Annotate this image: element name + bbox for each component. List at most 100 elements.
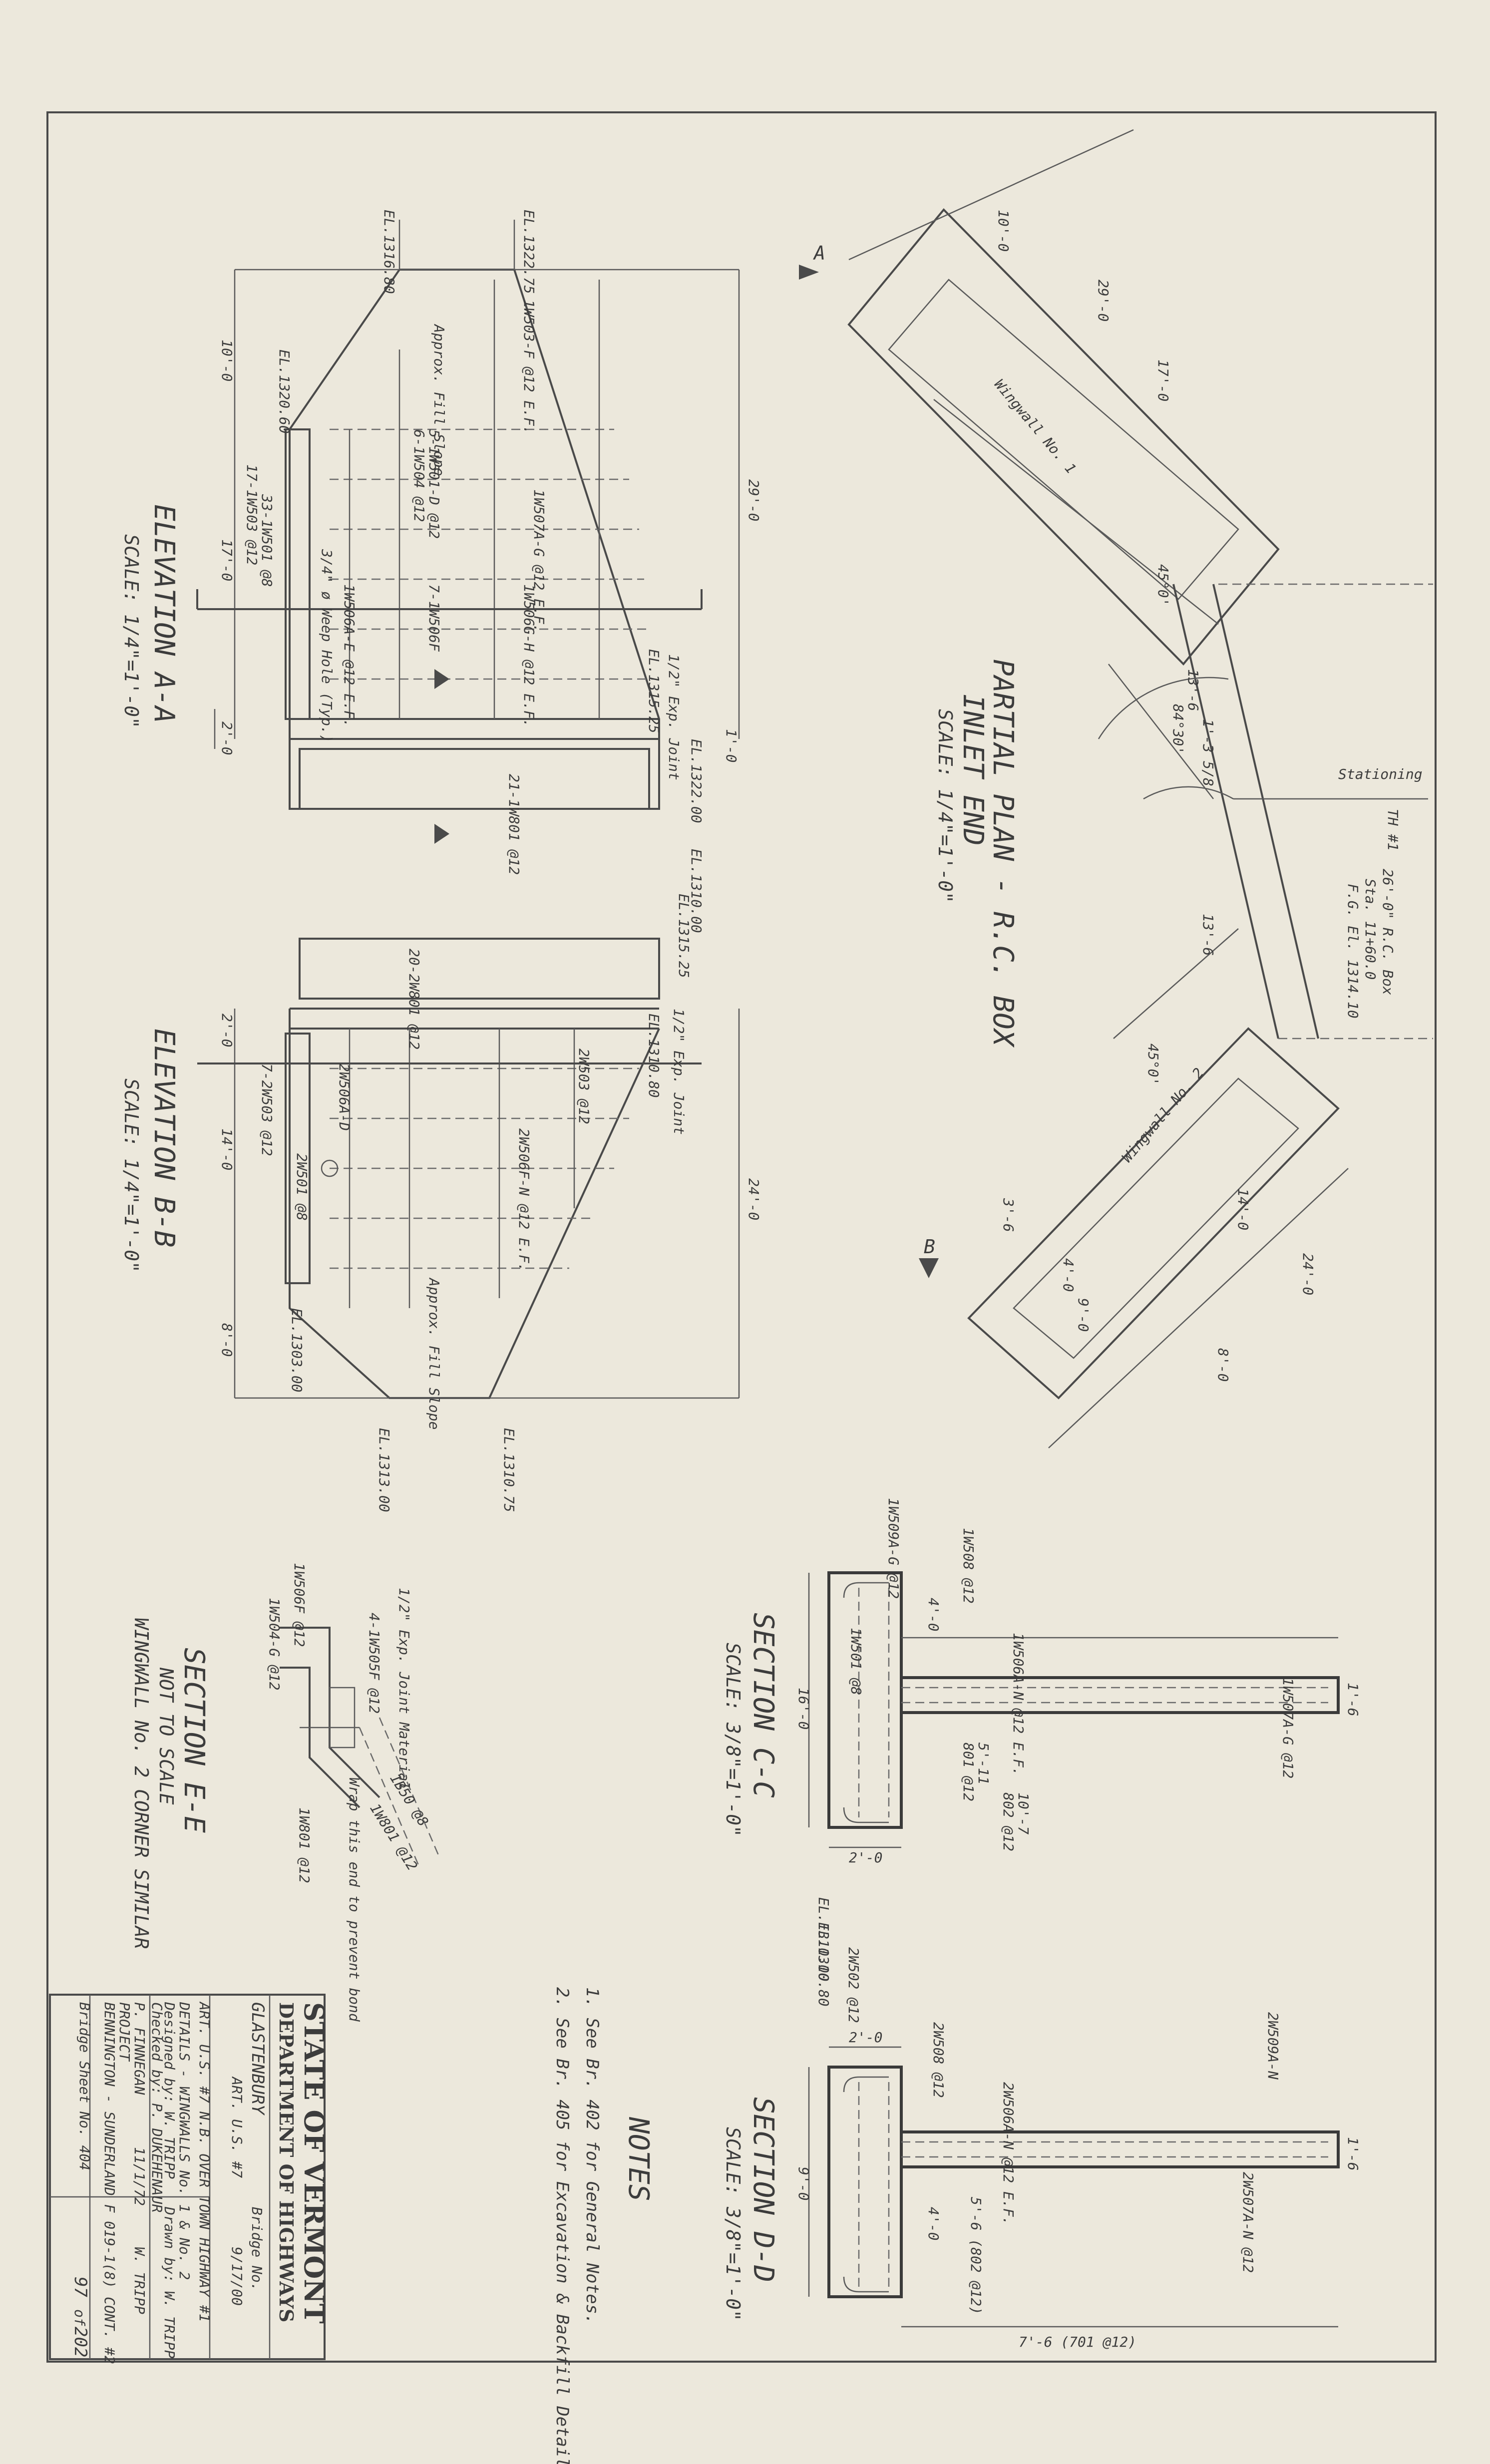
- elevation-aa-scale: SCALE: 1/4"=1'-0": [120, 534, 142, 728]
- wingwall-2-label: Wingwall No. 2: [1118, 1064, 1207, 1165]
- rebar-label: 1W507A-G @12 E.F.: [531, 489, 547, 633]
- el-label: EL.1303.00: [289, 1308, 305, 1393]
- dim-label: 2'-0: [849, 1849, 882, 1866]
- wingwall-1-label: Wingwall No. 1: [991, 376, 1080, 477]
- angle-label: 45°0': [1145, 1044, 1161, 1085]
- rebar-label: 1W509A-G @12: [885, 1498, 902, 1599]
- rebar-label: 2W509A-N: [1265, 2012, 1281, 2080]
- section-cc-title: SECTION C-C: [747, 1613, 779, 1798]
- section-cc: SECTION C-C SCALE: 3/8"=1'-0" 1W506A-N @…: [722, 1498, 1361, 1982]
- town-value: GLASTENBURY: [248, 2002, 268, 2116]
- project-label: PROJECT: [116, 2002, 133, 2062]
- rebar-label: 2W506A-D: [336, 1063, 353, 1131]
- rebar-label: 21-1W801 @12: [506, 774, 522, 875]
- dim-label: 13'-6: [1200, 914, 1216, 956]
- rebar-label: 1W508 @12: [960, 1528, 977, 1604]
- fill-slope-label: Approx. Fill Slope: [431, 324, 447, 476]
- rebar-label: 1W506A-E @12 E.F.: [341, 584, 358, 727]
- plan-scale: SCALE: 1/4"=1'-0": [934, 709, 956, 903]
- bridge-no: Bridge No.: [249, 2207, 265, 2291]
- section-dd-scale: SCALE: 3/8"=1'-0": [722, 2127, 744, 2321]
- dim-label: 17'-0: [1155, 359, 1171, 401]
- drawn-by: Drawn by: W. TRIPP: [161, 2206, 178, 2359]
- partial-plan: PARTIAL PLAN - R.C. BOX INLET END SCALE:…: [799, 129, 1433, 1448]
- sheet-label: Bridge Sheet No. 404: [76, 2002, 93, 2170]
- el-label: EL.1310.75: [501, 1428, 517, 1512]
- sheet-no: 97: [70, 2277, 90, 2297]
- el-label: EL.1313.00: [376, 1428, 392, 1512]
- rebar-label: 33-1W501 @8: [259, 494, 275, 587]
- station-label: Sta. 11+60.0: [1362, 879, 1379, 980]
- dim-label: 10'-7: [1015, 1792, 1032, 1834]
- dim-label: 14'-0: [219, 1128, 235, 1170]
- note-item: 2. See Br. 405 for Excavation & Backfill…: [552, 1987, 572, 2464]
- dim-label: 17'-0: [219, 539, 235, 581]
- rebar-label: 2W507A-N @12: [1240, 2172, 1256, 2273]
- note-item: 1. See Br. 402 for General Notes.: [582, 1987, 602, 2325]
- description: ART. U.S. #7 N.B. OVER TOWN HIGHWAY #1: [196, 2001, 213, 2322]
- section-mark-b: B: [924, 1236, 935, 1258]
- details: DETAILS - WINGWALLS No. 1 & No. 2: [176, 2002, 193, 2280]
- dim-label: 1'-0: [723, 729, 740, 762]
- rebar-label: 2W501 @8: [294, 1153, 310, 1221]
- dim-label: 9'-0: [1075, 1298, 1092, 1332]
- joint-label: 1/2" Exp. Joint: [671, 1009, 687, 1135]
- weep-hole-label: 3/4" ø Weep Hole (Typ.): [319, 549, 335, 743]
- sheet-of: of: [71, 2309, 88, 2327]
- dim-label: 4'-0: [925, 2207, 942, 2240]
- rebar-label: 6-1W504 @12: [411, 429, 427, 522]
- section-ee: SECTION E-E NOT TO SCALE WINGWALL No. 2 …: [130, 1563, 440, 2022]
- rebar-label: 2W503 @12: [576, 1049, 592, 1124]
- stationing-label: Stationing: [1338, 766, 1423, 782]
- designed-by: Designed by: W. TRIPP: [161, 2002, 178, 2179]
- el-label: EL.1315.25: [646, 649, 662, 733]
- angle-label: 45°0': [1155, 564, 1171, 606]
- dim-label: 13'-6: [1185, 669, 1201, 711]
- rebar-label: 1W506A-N @12 E.F.: [1010, 1633, 1027, 1776]
- elevation-bb-scale: SCALE: 1/4"=1'-0": [120, 1078, 142, 1273]
- joint-label: 1/2" Exp. Joint: [666, 654, 682, 780]
- section-mark-a: A: [813, 242, 825, 264]
- dim-label: 1'-6: [1345, 2137, 1361, 2170]
- dim-label: 4'-0: [1060, 1258, 1077, 1292]
- rebar-label: 1W507A-G @12: [1280, 1678, 1296, 1778]
- el-label: EL.1310.00: [815, 1897, 832, 1982]
- section-cc-scale: SCALE: 3/8"=1'-0": [722, 1643, 744, 1837]
- section-ee-title: SECTION E-E: [178, 1648, 210, 1833]
- rebar-label: 1W501 @8: [848, 1628, 864, 1695]
- section-dd-title: SECTION D-D: [747, 2097, 779, 2282]
- dim-label: 29'-0: [745, 479, 762, 521]
- engineer: P. FINNEGAN: [131, 2002, 148, 2095]
- th-label: TH #1: [1385, 809, 1401, 851]
- rebar-label: 2W506A-N @12 E.F.: [1000, 2082, 1017, 2225]
- dim-label: 3'-6: [1000, 1198, 1017, 1232]
- rebar-label: 1W504-G @12: [266, 1598, 283, 1690]
- rebar-label: 1W506F @12: [291, 1563, 308, 1647]
- angle-label: 84°30': [1170, 704, 1186, 754]
- dim-label: 2'-0: [219, 721, 235, 755]
- dim-label: 2'-0: [219, 1014, 235, 1047]
- rebar-label: 17-1W503 @12: [244, 464, 260, 565]
- dim-label: 8'-0: [219, 1323, 235, 1357]
- notes: NOTES 1. See Br. 402 for General Notes. …: [552, 1987, 655, 2464]
- wrap-note: Wrap this end to prevent bond: [346, 1777, 363, 2022]
- dept-title: DEPARTMENT OF HIGHWAYS: [275, 2002, 298, 2322]
- el-label: EL.1322.00: [688, 739, 705, 823]
- highway-value: ART. U.S. #7: [229, 2076, 245, 2178]
- elevation-aa-title: ELEVATION A-A: [148, 504, 180, 723]
- engineer-date: 11/1/72: [131, 2147, 148, 2206]
- dim-label: 2'-0: [849, 2029, 882, 2046]
- el-label: EL.1310.00: [688, 849, 705, 933]
- box-label: 26'-0" R.C. Box: [1380, 869, 1396, 995]
- rebar-label: 7-1W506F: [426, 584, 442, 652]
- rebar-label: 802 @12: [1000, 1792, 1017, 1851]
- el-label: EL.1315.25: [676, 894, 692, 978]
- dim-label: 29'-0: [1095, 280, 1112, 322]
- rebar-label: 4-1W505F @12: [366, 1613, 382, 1714]
- rebar-label: 1/2" Exp. Joint Material: [396, 1588, 412, 1790]
- title-block: STATE OF VERMONT DEPARTMENT OF HIGHWAYS …: [49, 1994, 330, 2364]
- dim-label: 1'-3 5/8: [1200, 719, 1216, 786]
- checked-by: Checked by: P. DUKEHENAUR: [149, 2002, 165, 2212]
- dim-label: 10'-0: [995, 210, 1012, 252]
